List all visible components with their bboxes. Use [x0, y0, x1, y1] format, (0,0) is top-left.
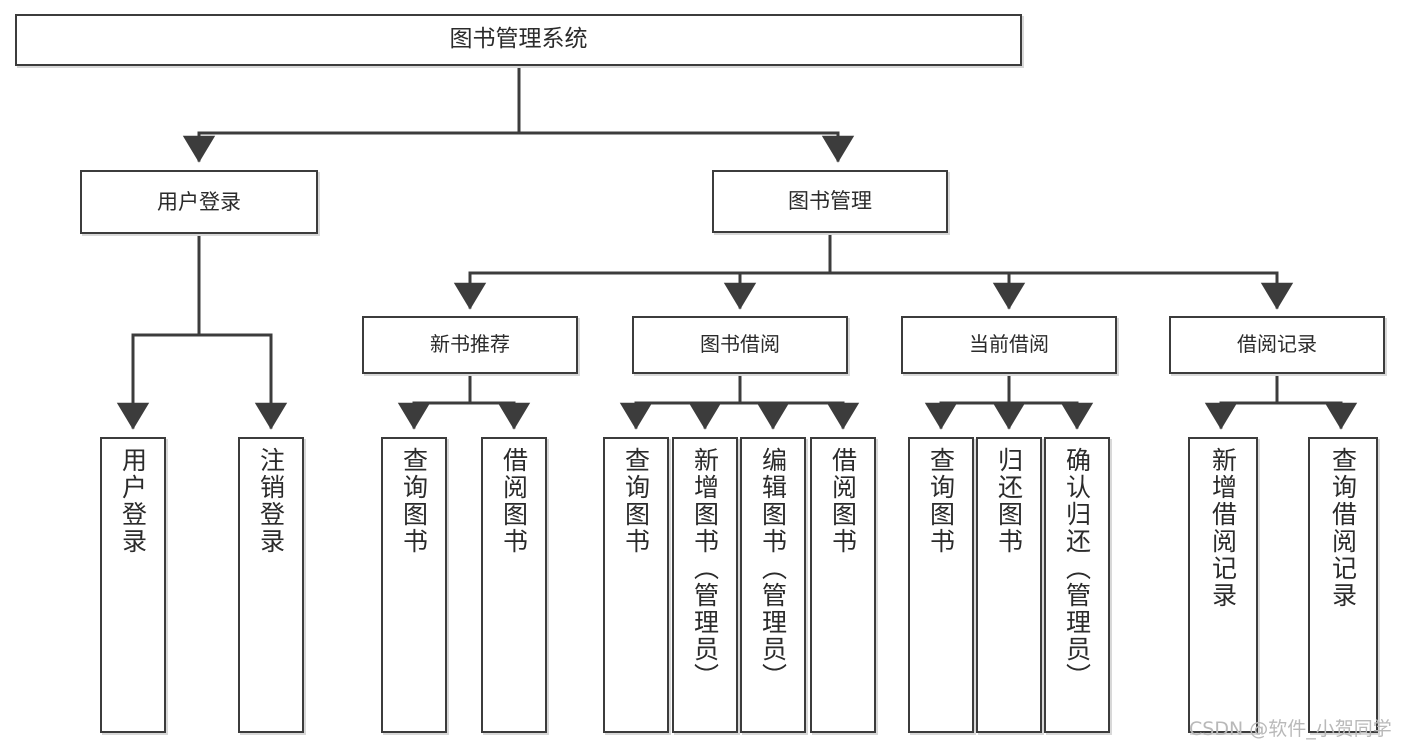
leaf-query-book-3[interactable]: 查询图书 — [908, 437, 974, 733]
node-book-borrow[interactable]: 图书借阅 — [632, 316, 848, 374]
node-root-label: 图书管理系统 — [449, 26, 588, 53]
node-user-login-label: 用户登录 — [157, 189, 241, 214]
leaf-query-book-2[interactable]: 查询图书 — [603, 437, 669, 733]
watermark: CSDN @软件_小贺同学 — [1189, 718, 1392, 740]
leaf-edit-book-label: 编辑图书（管理员） — [758, 447, 788, 690]
leaf-user-login[interactable]: 用户登录 — [100, 437, 166, 733]
leaf-query-record[interactable]: 查询借阅记录 — [1308, 437, 1378, 733]
node-borrow-record-label: 借阅记录 — [1237, 332, 1317, 357]
leaf-confirm-return[interactable]: 确认归还（管理员） — [1044, 437, 1110, 733]
leaf-borrow-book-1[interactable]: 借阅图书 — [481, 437, 547, 733]
leaf-query-book-3-label: 查询图书 — [926, 447, 956, 555]
node-new-book-recommend[interactable]: 新书推荐 — [362, 316, 578, 374]
node-book-manage[interactable]: 图书管理 — [712, 170, 948, 233]
leaf-add-book-label: 新增图书（管理员） — [690, 447, 720, 690]
leaf-borrow-book-2[interactable]: 借阅图书 — [810, 437, 876, 733]
leaf-confirm-return-label: 确认归还（管理员） — [1062, 447, 1092, 690]
leaf-borrow-book-2-label: 借阅图书 — [828, 447, 858, 555]
node-user-login[interactable]: 用户登录 — [80, 170, 318, 234]
node-borrow-record[interactable]: 借阅记录 — [1169, 316, 1385, 374]
node-book-manage-label: 图书管理 — [788, 189, 872, 214]
leaf-user-logout-label: 注销登录 — [256, 447, 286, 555]
leaf-add-record-label: 新增借阅记录 — [1208, 447, 1238, 609]
node-book-borrow-label: 图书借阅 — [700, 332, 780, 357]
node-new-book-recommend-label: 新书推荐 — [430, 332, 510, 357]
leaf-add-record[interactable]: 新增借阅记录 — [1188, 437, 1258, 733]
node-current-borrow-label: 当前借阅 — [969, 332, 1049, 357]
leaf-edit-book[interactable]: 编辑图书（管理员） — [740, 437, 806, 733]
leaf-add-book[interactable]: 新增图书（管理员） — [672, 437, 738, 733]
node-root[interactable]: 图书管理系统 — [15, 14, 1022, 66]
leaf-query-record-label: 查询借阅记录 — [1328, 447, 1358, 609]
leaf-query-book-1-label: 查询图书 — [399, 447, 429, 555]
leaf-user-logout[interactable]: 注销登录 — [238, 437, 304, 733]
leaf-borrow-book-1-label: 借阅图书 — [499, 447, 529, 555]
leaf-query-book-1[interactable]: 查询图书 — [381, 437, 447, 733]
leaf-query-book-2-label: 查询图书 — [621, 447, 651, 555]
leaf-return-book[interactable]: 归还图书 — [976, 437, 1042, 733]
leaf-user-login-label: 用户登录 — [118, 447, 148, 555]
leaf-return-book-label: 归还图书 — [994, 447, 1024, 555]
node-current-borrow[interactable]: 当前借阅 — [901, 316, 1117, 374]
